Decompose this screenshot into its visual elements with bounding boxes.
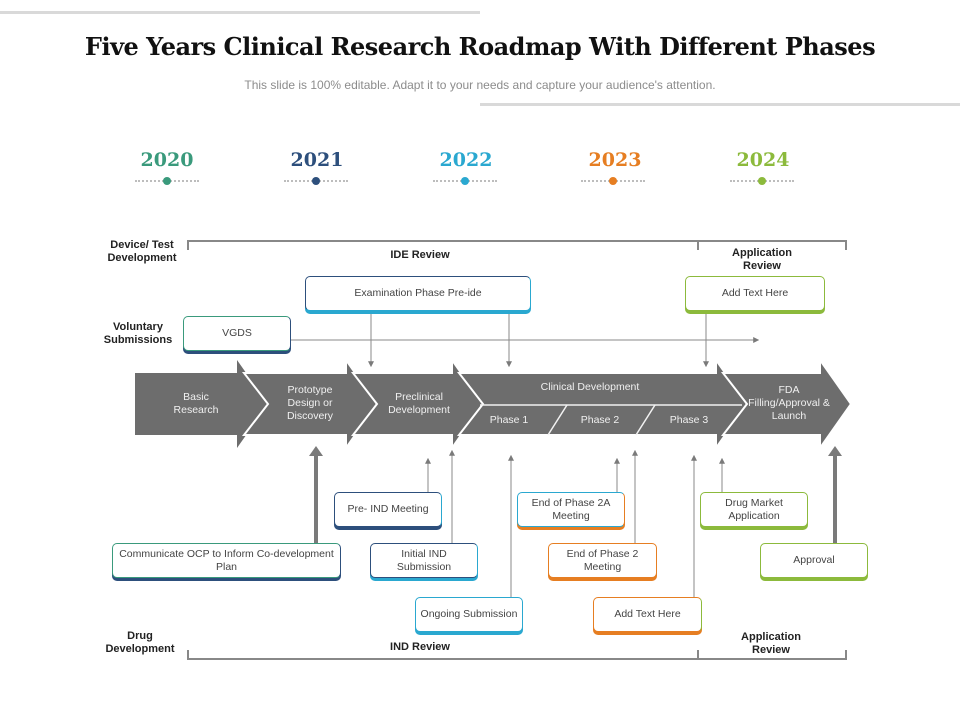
top-decor-line-right — [480, 103, 960, 106]
ongoing-submission-box: Ongoing Submission — [415, 597, 523, 632]
arrow-clinical-development — [456, 356, 749, 452]
year-marker-2020 — [135, 177, 199, 185]
arrow-fda — [720, 356, 853, 452]
arrow-prototype — [241, 356, 379, 452]
arrow-preclinical — [350, 356, 485, 452]
ide-review-label: IDE Review — [390, 249, 450, 261]
end-phase-2a-box: End of Phase 2A Meeting — [517, 492, 625, 527]
year-2020: 2020 — [140, 149, 194, 171]
application-review-label-bottom: Application Review — [741, 631, 801, 656]
initial-ind-submission-box: Initial IND Submission — [370, 543, 478, 578]
examination-phase-box: Examination Phase Pre-ide — [305, 276, 531, 311]
preclinical-label: Preclinical Development — [388, 391, 450, 416]
ind-review-label: IND Review — [390, 641, 450, 653]
phase-2-label: Phase 2 — [580, 414, 620, 426]
add-text-bottom-box: Add Text Here — [593, 597, 702, 632]
year-2022: 2022 — [439, 149, 493, 171]
year-marker-2023 — [581, 177, 645, 185]
phase-1-label: Phase 1 — [489, 414, 529, 426]
arrow-basic-research — [135, 360, 268, 448]
add-text-top-box: Add Text Here — [685, 276, 825, 311]
communicate-ocp-box: Communicate OCP to Inform Co-development… — [112, 543, 341, 578]
basic-research-label: Basic Research — [173, 391, 219, 416]
year-marker-2022 — [433, 177, 497, 185]
voluntary-submissions-label: Voluntary Submissions — [103, 321, 173, 346]
clinical-development-label: Clinical Development — [540, 381, 640, 393]
phase-1-2-divider — [547, 404, 568, 436]
drug-market-application-box: Drug Market Application — [700, 492, 808, 527]
phase-2-3-divider — [635, 404, 656, 436]
approval-box: Approval — [760, 543, 868, 578]
year-2021: 2021 — [290, 149, 344, 171]
year-marker-2021 — [284, 177, 348, 185]
ind-review-bracket — [187, 650, 699, 660]
page-subtitle: This slide is 100% editable. Adapt it to… — [244, 78, 716, 92]
phase-arrows — [135, 356, 853, 452]
year-2024: 2024 — [736, 149, 790, 171]
prototype-label: Prototype Design or Discovery — [286, 384, 334, 422]
application-review-bracket-bottom — [695, 650, 847, 660]
pre-ind-meeting-box: Pre- IND Meeting — [334, 492, 442, 527]
ide-review-bracket — [187, 240, 699, 250]
phase-3-label: Phase 3 — [669, 414, 709, 426]
page-title: Five Years Clinical Research Roadmap Wit… — [84, 32, 876, 61]
device-test-development-label: Device/ Test Development — [107, 239, 177, 264]
top-decor-line — [0, 11, 480, 14]
vgds-box: VGDS — [183, 316, 291, 351]
fda-label: FDA Filling/Approval & Launch — [748, 384, 830, 422]
application-review-bracket-top — [695, 240, 847, 250]
application-review-label-top: Application Review — [732, 247, 792, 272]
year-marker-2024 — [730, 177, 794, 185]
drug-development-label: Drug Development — [105, 630, 175, 655]
end-phase-2-box: End of Phase 2 Meeting — [548, 543, 657, 578]
year-2023: 2023 — [588, 149, 642, 171]
